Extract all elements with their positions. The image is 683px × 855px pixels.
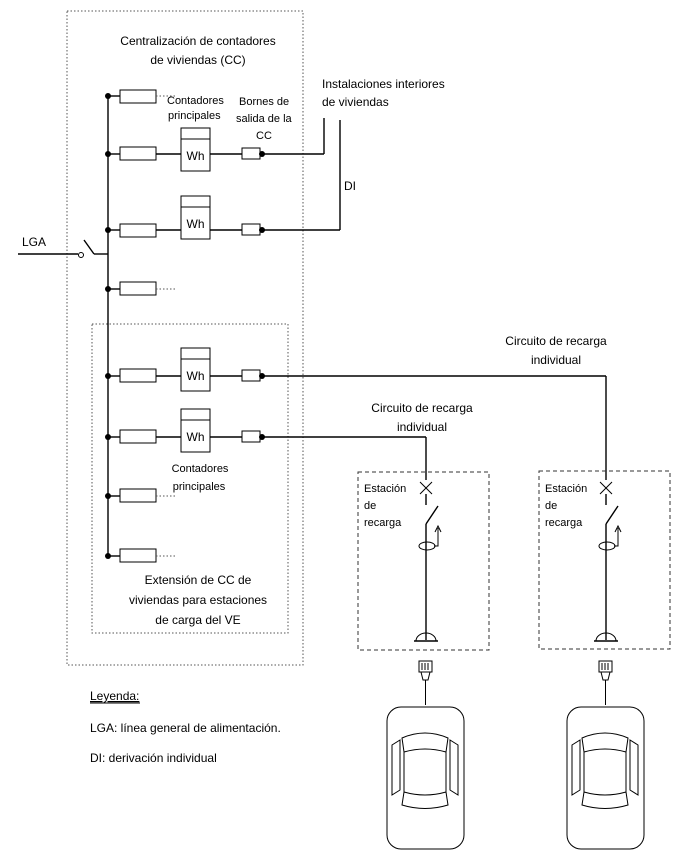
circuit-b-label-1: Circuito de recarga (371, 401, 473, 415)
meter-wh (180, 206, 211, 240)
output-terminal (241, 223, 261, 236)
circuit-b-label-2: individual (397, 420, 447, 434)
ext-label-2: viviendas para estaciones (129, 593, 267, 607)
legend-item-di: DI: derivación individual (90, 751, 217, 765)
inst-label-2: de viviendas (322, 95, 389, 109)
car-right (566, 660, 645, 850)
svg-text:de: de (364, 500, 376, 512)
output-terminal (241, 369, 261, 382)
switch-contact (78, 252, 84, 258)
svg-text:recarga: recarga (545, 517, 583, 529)
meter-label: Wh (187, 430, 205, 444)
fuse-box (119, 281, 157, 296)
ext-label-3: de carga del VE (155, 613, 240, 627)
di-label: DI (344, 179, 356, 193)
output-terminal (241, 430, 261, 443)
meter-wh (180, 138, 211, 172)
contadores-b-label-2: principales (173, 481, 226, 493)
fuse-box (119, 146, 157, 161)
main-switch-blade (83, 239, 95, 255)
fuse-box (119, 548, 157, 563)
meter-wh (180, 358, 211, 392)
contadores-label-2: principales (168, 110, 221, 122)
contadores-b-label-1: Contadores (172, 463, 229, 475)
contadores-label-1: Contadores (167, 95, 224, 107)
fuse-box (119, 89, 157, 104)
charging-station-b: Estación de recarga (357, 471, 490, 651)
output-terminal (241, 147, 261, 160)
extension-boundary (91, 323, 289, 634)
meter-label: Wh (187, 369, 205, 383)
meter-label: Wh (187, 149, 205, 163)
cc-title-line1: Centralización de contadores (120, 34, 275, 48)
car-left (386, 660, 465, 850)
charging-station-a: Estación de recarga (538, 470, 671, 650)
svg-text:recarga: recarga (364, 517, 402, 529)
bornes-label-2: salida de la (236, 113, 293, 125)
svg-text:de: de (545, 500, 557, 512)
legend-item-lga: LGA: línea general de alimentación. (90, 721, 281, 735)
fuse-box (119, 368, 157, 383)
legend-title: Leyenda: (90, 689, 139, 703)
cc-boundary (66, 10, 304, 666)
meter-label: Wh (187, 217, 205, 231)
svg-text:Estación: Estación (545, 483, 587, 495)
bornes-label-1: Bornes de (239, 96, 289, 108)
fuse-box (119, 223, 157, 238)
lga-label: LGA (22, 235, 46, 249)
circuit-a-label-2: individual (531, 353, 581, 367)
fuse-box (119, 429, 157, 444)
ext-label-1: Extensión de CC de (145, 573, 252, 587)
meter-wh (180, 419, 211, 453)
bornes-label-3: CC (256, 130, 272, 142)
inst-label-1: Instalaciones interiores (322, 77, 445, 91)
svg-text:Estación: Estación (364, 483, 406, 495)
cc-title-line2: de viviendas (CC) (150, 53, 245, 67)
circuit-a-label-1: Circuito de recarga (505, 334, 607, 348)
fuse-box (119, 488, 157, 503)
